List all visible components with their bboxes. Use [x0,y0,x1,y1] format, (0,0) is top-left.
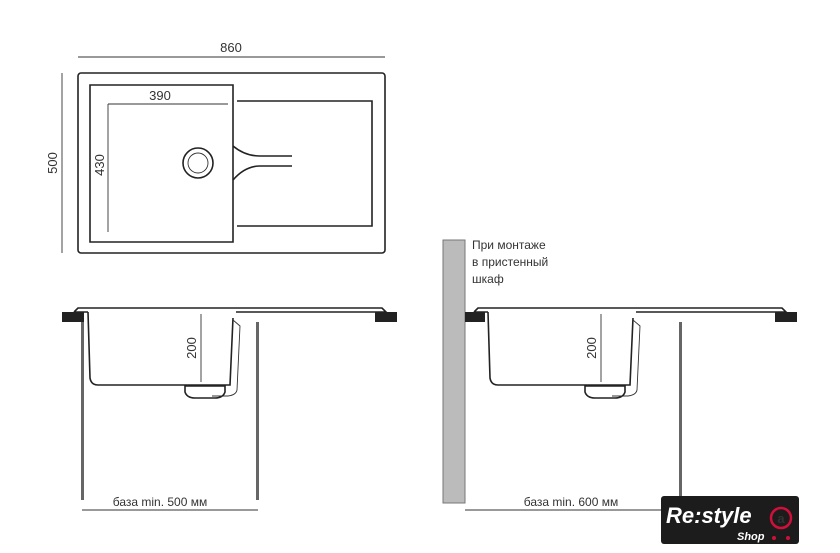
drain [182,147,214,179]
at-cart-icon [769,506,793,530]
bowl-length-label: 430 [92,154,107,176]
base-label-right: база min. 600 мм [524,495,619,509]
overflow-slot [232,145,292,181]
bowl-outline [89,84,234,243]
sink-outline [77,72,386,254]
bowl-depth-label: 200 [584,337,599,359]
bowl-width-label: 390 [149,88,171,103]
svg-text:a: a [777,511,785,526]
top-view: 860 500 390 430 [45,40,386,254]
base-label-left: база min. 500 мм [113,495,208,509]
drainboard [237,100,373,227]
logo-main: Re:style [666,503,752,528]
note-line-3: шкаф [472,272,504,286]
bowl-depth-label: 200 [184,337,199,359]
note-line-2: в пристенный [472,255,548,269]
width-label: 860 [220,40,242,55]
side-view-right: 200 При монтаже в пристенный шкаф база m… [442,238,797,511]
depth-label: 500 [45,152,60,174]
wall [442,239,466,504]
logo-sub: Shop [737,531,765,543]
side-view-left: 200 база min. 500 мм [62,307,397,511]
restyle-logo: Re:style Shop a [661,496,799,544]
note-line-1: При монтаже [472,238,546,252]
